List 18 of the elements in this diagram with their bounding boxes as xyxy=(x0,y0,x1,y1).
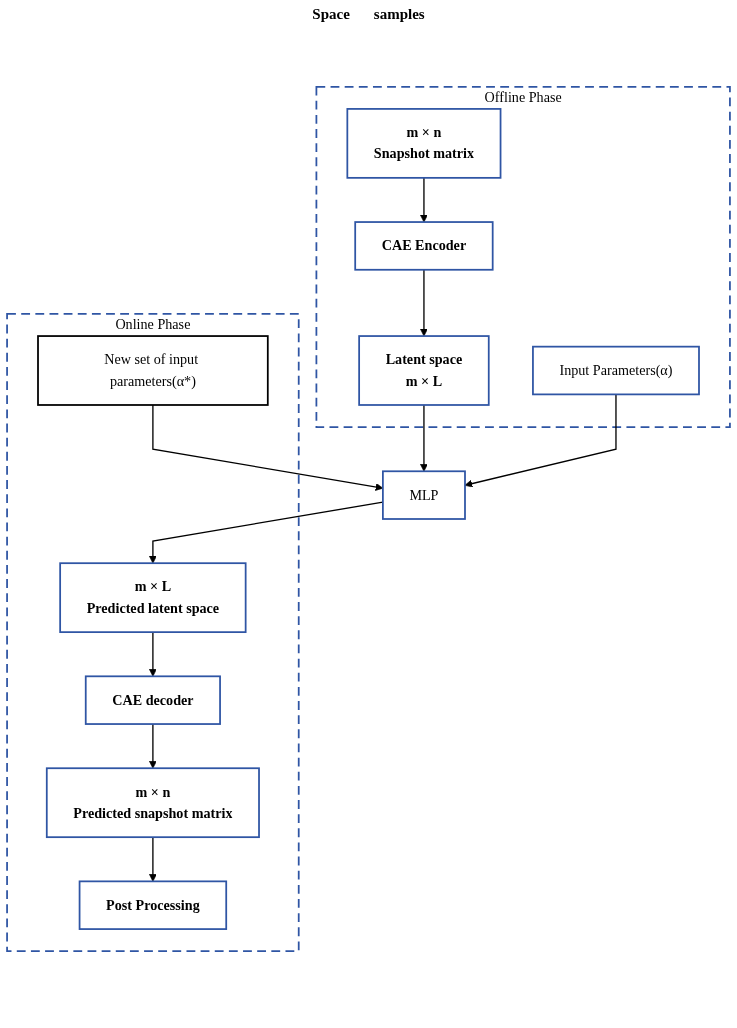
node-box: m × n Predicted snapshot matrix xyxy=(45,767,260,839)
node-box: CAE Encoder xyxy=(354,221,494,271)
arrow xyxy=(420,177,428,223)
node-box: m × n Snapshot matrix xyxy=(346,108,502,179)
arrow xyxy=(149,631,157,677)
node-box: MLP xyxy=(382,470,466,520)
arrow xyxy=(149,836,157,882)
node-box: New set of input parameters(α*) xyxy=(37,335,269,406)
arrow xyxy=(420,404,428,472)
axis-label: Space xyxy=(312,6,350,23)
node-box: Latent space m × L xyxy=(358,335,490,406)
arrow xyxy=(149,723,157,769)
node-box: CAE decoder xyxy=(84,675,221,725)
node-box: m × L Predicted latent space xyxy=(59,562,247,633)
axis-label: samples xyxy=(373,6,425,23)
node-box: Input Parameters(α) xyxy=(532,345,700,396)
arrow xyxy=(420,269,428,337)
node-box: Post Processing xyxy=(78,880,228,930)
